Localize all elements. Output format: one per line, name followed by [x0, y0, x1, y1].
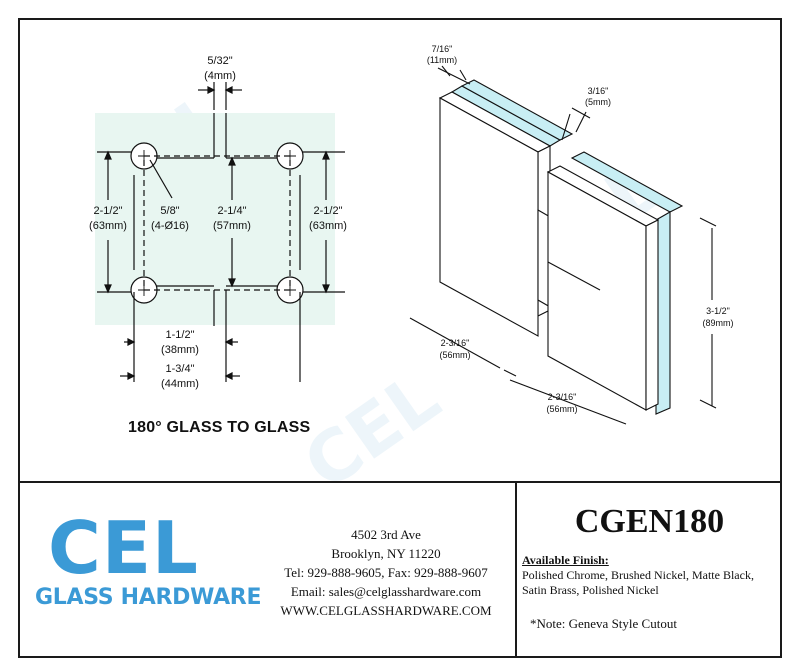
address-city: Brooklyn, NY 11220 — [331, 546, 441, 561]
address-email: Email: sales@celglasshardware.com — [290, 584, 482, 599]
offset-2-mm-label: (44mm) — [161, 378, 199, 390]
finish-block: Available Finish: Polished Chrome, Brush… — [522, 553, 777, 598]
address-street: 4502 3rd Ave — [351, 527, 421, 542]
gap-mm-label: (5mm) — [585, 97, 611, 107]
address-website: WWW.CELGLASSHARDWARE.COM — [280, 603, 492, 618]
hole-size-label: 5/8" — [160, 205, 179, 217]
gap-top-mm-label: (4mm) — [204, 70, 236, 82]
title-block-divider — [515, 483, 517, 658]
width-right-mm-label: (56mm) — [547, 404, 578, 414]
brand-logo-main: CEL — [48, 506, 199, 590]
plan-view — [95, 82, 345, 382]
finish-title: Available Finish: — [522, 553, 609, 567]
height-mm-label: (89mm) — [703, 318, 734, 328]
finish-options: Polished Chrome, Brushed Nickel, Matte B… — [522, 568, 754, 597]
width-left-mm-label: (56mm) — [440, 350, 471, 360]
drawing-frame — [18, 18, 782, 658]
footer-divider — [18, 481, 782, 483]
height-right-mm-label: (63mm) — [309, 220, 347, 232]
width-right-label: 2-3/16" — [548, 392, 577, 402]
height-left-mm-label: (63mm) — [89, 220, 127, 232]
gap-label: 3/16" — [588, 86, 609, 96]
offset-1-label: 1-1/2" — [166, 329, 195, 341]
offset-2-label: 1-3/4" — [166, 363, 195, 375]
width-left-label: 2-3/16" — [441, 338, 470, 348]
company-address: 4502 3rd Ave Brooklyn, NY 11220 Tel: 929… — [270, 525, 502, 620]
height-right-label: 2-1/2" — [314, 205, 343, 217]
model-number: CGEN180 — [574, 503, 725, 540]
hole-size-mm-label: (4-Ø16) — [151, 220, 189, 232]
gap-top-label: 5/32" — [207, 55, 232, 67]
height-label: 3-1/2" — [706, 306, 730, 316]
address-phone: Tel: 929-888-9605, Fax: 929-888-9607 — [284, 565, 488, 580]
iso-view — [409, 65, 717, 425]
hole-spacing-mm-label: (57mm) — [213, 220, 251, 232]
glass-thickness-label: 7/16" — [432, 44, 453, 54]
height-left-label: 2-1/2" — [94, 205, 123, 217]
hole-spacing-label: 2-1/4" — [218, 205, 247, 217]
brand-logo-sub: GLASS HARDWARE — [35, 585, 262, 610]
glass-thickness-mm-label: (11mm) — [427, 55, 457, 65]
view-caption: 180° GLASS TO GLASS — [128, 419, 311, 436]
cutout-note: *Note: Geneva Style Cutout — [530, 616, 677, 631]
offset-1-mm-label: (38mm) — [161, 344, 199, 356]
